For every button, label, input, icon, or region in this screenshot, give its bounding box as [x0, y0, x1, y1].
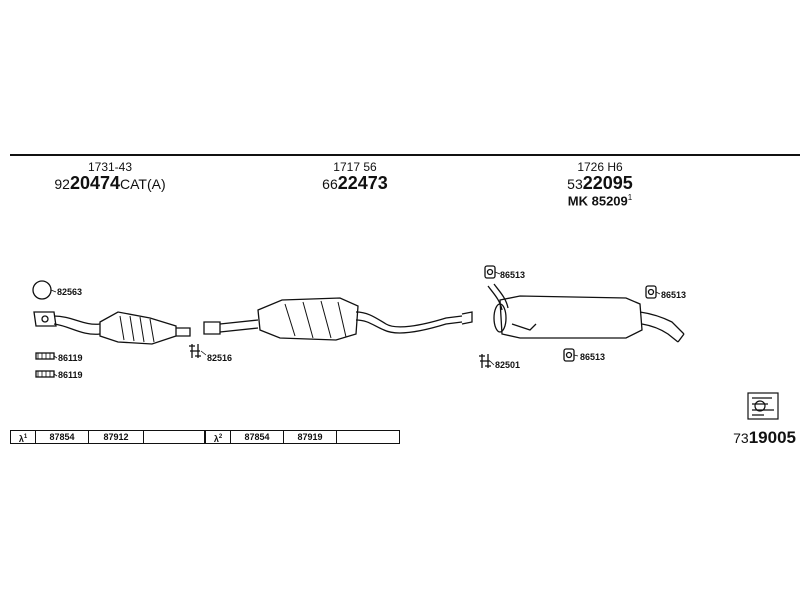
group-middle-code: 1717 56	[333, 160, 377, 174]
top-rule	[10, 154, 800, 156]
group-rear: 1726 H6 5322095 MK 852091	[540, 160, 660, 208]
lambda-symbol-1: λ1	[11, 431, 36, 444]
label-hanger-top: 86513	[500, 270, 526, 280]
front-pipe	[53, 315, 101, 335]
hanger-top-icon	[484, 265, 496, 279]
group-front: 1731-43 9220474CAT(A)	[50, 160, 170, 193]
catalytic-converter	[99, 311, 177, 345]
middle-pipe-inlet	[203, 321, 221, 335]
rear-tailpipe	[639, 311, 685, 343]
group-front-part: 9220474CAT(A)	[54, 173, 166, 193]
clamp-icon-b	[35, 370, 55, 378]
label-hanger-right: 86513	[661, 290, 687, 300]
front-flange-icon	[33, 311, 57, 327]
group-rear-mk: MK 852091	[567, 193, 633, 209]
catalog-box-icon	[747, 392, 779, 420]
hanger-right-icon	[645, 285, 657, 299]
lambda-cell	[337, 431, 399, 443]
lambda-cell: 87912	[89, 431, 144, 443]
group-rear-code: 1726 H6	[577, 160, 623, 174]
lambda-box-1: λ1 87854 87912	[10, 430, 205, 444]
label-mid-clamp: 82516	[207, 353, 233, 363]
ring-gasket-icon	[32, 280, 52, 300]
label-clamp-a: 86119	[58, 353, 83, 363]
label-ring: 82563	[57, 287, 83, 297]
lambda-box-2: λ2 87854 87919	[205, 430, 400, 444]
lambda-symbol-2: λ2	[206, 431, 231, 444]
group-front-code: 1731-43	[87, 160, 133, 174]
group-rear-part: 5322095	[567, 173, 633, 193]
lambda-cell: 87919	[284, 431, 337, 443]
clamp-icon-a	[35, 352, 55, 360]
lambda-cell: 87854	[36, 431, 89, 443]
rear-clamp-icon	[479, 354, 491, 368]
middle-pipe-outlet	[355, 311, 463, 334]
footer-catalog-number: 7319005	[733, 428, 796, 447]
lambda-cell	[144, 431, 204, 443]
rear-inlet-pipe	[487, 283, 509, 311]
middle-silencer	[257, 297, 359, 341]
group-middle-part: 6622473	[322, 173, 388, 193]
mid-clamp-icon	[189, 344, 201, 358]
label-rear-clamp: 82501	[495, 360, 521, 370]
rear-silencer	[499, 295, 643, 339]
lambda-cell: 87854	[231, 431, 284, 443]
label-clamp-b: 86119	[58, 370, 83, 380]
group-middle: 1717 56 6622473	[300, 160, 410, 193]
label-hanger-bottom: 86513	[580, 352, 606, 362]
hanger-bottom-icon	[563, 348, 575, 362]
